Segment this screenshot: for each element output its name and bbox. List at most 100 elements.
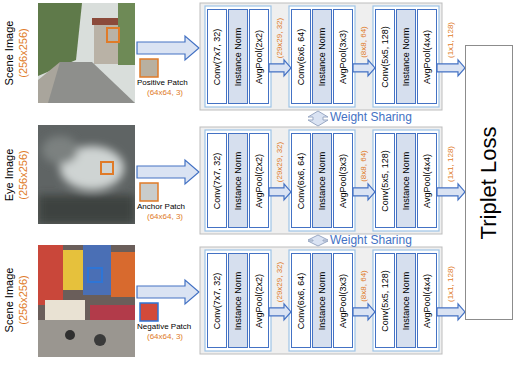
layer-label: AvgPool(3x3) <box>338 154 348 208</box>
layer-label: Conv(7x7, 32) <box>212 28 222 85</box>
scene-photo <box>38 245 135 357</box>
rotated-text: Conv(5x5, 128) <box>380 270 390 332</box>
layer-label: Instance Norm <box>317 27 327 86</box>
block-arrow <box>353 60 375 76</box>
rotated-text: Conv(6x6, 64) <box>296 272 306 329</box>
layer-label: Instance Norm <box>317 151 327 210</box>
rotated-text: Conv(7x7, 32) <box>212 28 222 85</box>
tensor-size-label: (8x8, 64) <box>360 26 369 58</box>
eye-photo <box>38 125 135 224</box>
patch-caption: Positive Patch <box>137 79 188 88</box>
layer-label: AvgPool(3x3) <box>338 30 348 84</box>
rotated-text: Triplet Loss <box>476 126 501 239</box>
tensor-size-label: (29x29, 32) <box>276 17 285 57</box>
image-caption: Scene Image <box>3 268 15 333</box>
tensor-size-label: (1x1, 128) <box>447 266 456 302</box>
image-caption: Scene Image <box>3 21 15 86</box>
conv-layer-box: Conv(7x7, 32) <box>207 253 227 348</box>
layer-label: Conv(5x5, 128) <box>380 270 390 332</box>
norm-layer-box: Instance Norm <box>396 253 416 348</box>
pool-layer-box: AvgPool(2x2) <box>249 253 269 348</box>
network-panel <box>200 3 442 354</box>
pool-layer-box: AvgPool(3x3) <box>333 9 353 104</box>
layer-label: Triplet Loss <box>476 126 501 239</box>
conv-layer-box: Conv(5x5, 128) <box>375 133 395 228</box>
layer-label: Conv(7x7, 32) <box>212 272 222 329</box>
rotated-text: AvgPool(4x4) <box>422 274 432 328</box>
pool-layer-box: AvgPool(3x3) <box>333 133 353 228</box>
rotated-text: AvgPool(2x2) <box>254 30 264 84</box>
tensor-size-label: (8x8, 64) <box>360 270 369 302</box>
rotated-text: AvgPool(4x4) <box>422 30 432 84</box>
layer-label: Instance Norm <box>401 27 411 86</box>
rotated-text: Conv(7x7, 32) <box>212 152 222 209</box>
pool-layer-box: AvgPool(2x2) <box>249 133 269 228</box>
pool-layer-box: AvgPool(3x3) <box>333 253 353 348</box>
layer-label: Conv(6x6, 64) <box>296 272 306 329</box>
positive-patch <box>140 59 158 77</box>
tensor-size-label: (1x1, 128) <box>447 22 456 58</box>
norm-layer-box: Instance Norm <box>312 133 332 228</box>
patch-size: (64x64, 3) <box>147 333 183 342</box>
pool-layer-box: AvgPool(4x4) <box>417 253 437 348</box>
input-arrow <box>137 36 199 304</box>
rotated-text: AvgPool(3x3) <box>338 30 348 84</box>
image-size: (256x256) <box>17 150 29 200</box>
block-arrow <box>437 304 465 320</box>
conv-layer-box: Conv(7x7, 32) <box>207 9 227 104</box>
conv-layer-box: Conv(7x7, 32) <box>207 133 227 228</box>
layer-label: Instance Norm <box>317 271 327 330</box>
rotated-text: Instance Norm <box>401 151 411 210</box>
layer-label: AvgPool(2x2) <box>254 274 264 328</box>
layer-label: Instance Norm <box>401 151 411 210</box>
layer-label: Conv(7x7, 32) <box>212 152 222 209</box>
scene-photo <box>38 3 135 103</box>
loss-box: Triplet Loss <box>465 45 513 320</box>
block-arrow <box>353 184 375 200</box>
rotated-text: AvgPool(2x2) <box>254 154 264 208</box>
conv-layer-box: Conv(5x5, 128) <box>375 253 395 348</box>
patch-size: (64x64, 3) <box>147 213 183 222</box>
layer-label: Instance Norm <box>233 27 243 86</box>
layer-group <box>205 6 439 351</box>
rotated-text: AvgPool(4x4) <box>422 154 432 208</box>
patch-caption: Anchor Patch <box>137 203 185 212</box>
rotated-text: Instance Norm <box>317 27 327 86</box>
image-caption: Eye Image <box>3 149 15 202</box>
layer-label: AvgPool(3x3) <box>338 274 348 328</box>
rotated-text: Instance Norm <box>401 27 411 86</box>
rotated-text: Conv(6x6, 64) <box>296 152 306 209</box>
layer-label: Conv(5x5, 128) <box>380 150 390 212</box>
layer-label: AvgPool(4x4) <box>422 274 432 328</box>
norm-layer-box: Instance Norm <box>312 9 332 104</box>
conv-layer-box: Conv(5x5, 128) <box>375 9 395 104</box>
rotated-text: Instance Norm <box>317 271 327 330</box>
rotated-text: Instance Norm <box>233 27 243 86</box>
conv-layer-box: Conv(6x6, 64) <box>291 253 311 348</box>
patch-size: (64x64, 3) <box>147 89 183 98</box>
block-arrow <box>437 60 465 76</box>
weight-sharing-label: Weight Sharing <box>330 111 412 124</box>
block-arrow <box>437 184 465 200</box>
rotated-text: AvgPool(2x2) <box>254 274 264 328</box>
layer-label: AvgPool(4x4) <box>422 30 432 84</box>
layer-label: Instance Norm <box>233 271 243 330</box>
rotated-text: Instance Norm <box>233 151 243 210</box>
rotated-text: Instance Norm <box>317 151 327 210</box>
rotated-text: Conv(6x6, 64) <box>296 28 306 85</box>
layer-label: Instance Norm <box>401 271 411 330</box>
rotated-text: Conv(5x5, 128) <box>380 26 390 88</box>
weight-sharing-label: Weight Sharing <box>330 234 412 247</box>
patch-caption: Negative Patch <box>137 323 191 332</box>
tensor-size-label: (1x1, 128) <box>447 146 456 182</box>
layer-label: AvgPool(2x2) <box>254 154 264 208</box>
rotated-text: Instance Norm <box>233 271 243 330</box>
conv-layer-box: Conv(6x6, 64) <box>291 9 311 104</box>
norm-layer-box: Instance Norm <box>396 133 416 228</box>
pool-layer-box: AvgPool(4x4) <box>417 133 437 228</box>
pool-layer-box: AvgPool(4x4) <box>417 9 437 104</box>
rotated-text: AvgPool(3x3) <box>338 274 348 328</box>
block-arrow <box>353 304 375 320</box>
norm-layer-box: Instance Norm <box>228 253 248 348</box>
block-arrow <box>269 184 291 200</box>
